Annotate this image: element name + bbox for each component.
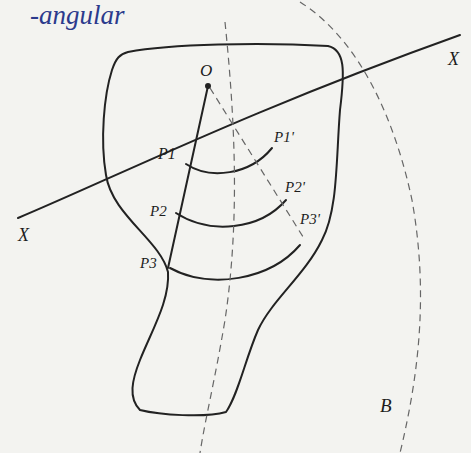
axis-label: X — [448, 50, 459, 68]
swept-region-inner — [200, 22, 234, 453]
point-label: P1' — [274, 130, 294, 145]
point-label: P2 — [150, 204, 167, 219]
axis-label: X — [18, 226, 29, 244]
radius-line — [168, 86, 208, 268]
point-label: P1 — [158, 146, 176, 162]
arc-p2 — [176, 200, 286, 227]
arc-p1 — [186, 148, 272, 173]
rotated-radius — [210, 88, 305, 240]
body-outline — [103, 44, 343, 415]
swept-region-outer — [300, 2, 421, 453]
point-label: P3' — [300, 212, 320, 227]
point-label: P2' — [285, 180, 305, 195]
axis-line — [18, 35, 460, 218]
handwritten-note: -angular — [30, 2, 125, 29]
arc-p3 — [170, 245, 300, 280]
region-label: B — [380, 396, 392, 415]
point-label: O — [200, 62, 212, 79]
point-o — [206, 84, 210, 88]
point-label: P3 — [140, 256, 157, 271]
